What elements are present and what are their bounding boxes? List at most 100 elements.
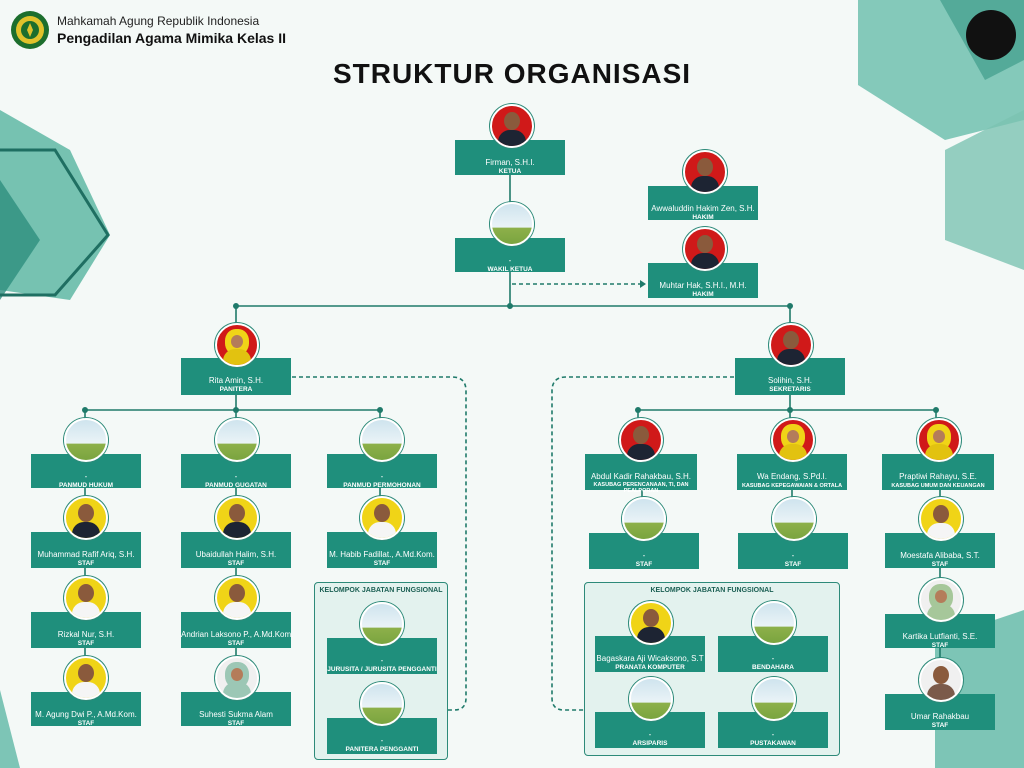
staf-hukum-3-photo	[64, 656, 108, 700]
panitera-photo	[215, 323, 259, 367]
person-name: Rita Amin, S.H.	[208, 376, 264, 385]
person-name: -	[648, 730, 652, 739]
person-name: -	[771, 730, 775, 739]
staf-perencanaan-placeholder-photo	[622, 497, 666, 541]
staf-kepegawaian-placeholder-photo	[772, 497, 816, 541]
jurusita-placeholder-photo	[360, 602, 404, 646]
staf-gugatan-3-photo	[215, 656, 259, 700]
person-name: -	[380, 736, 384, 745]
kasubag-perencanaan-photo	[619, 418, 663, 462]
position-role: STAF	[931, 642, 949, 649]
person-name: Bagaskara Aji Wicaksono, S.T	[596, 654, 704, 663]
position-role: STAF	[227, 560, 245, 567]
position-role: STAF	[373, 560, 391, 567]
position-role: STAF	[77, 560, 95, 567]
staf-hukum-1-photo	[64, 496, 108, 540]
person-name: -	[380, 472, 384, 481]
position-role: HAKIM	[692, 214, 714, 221]
person-name: Praptiwi Rahayu, S.E.	[899, 472, 977, 481]
position-box: Rizkal Nur, S.H.STAF	[31, 612, 141, 648]
position-role: STAF	[931, 561, 949, 568]
staf-umum-3-photo	[919, 658, 963, 702]
person-name: Suhesti Sukma Alam	[199, 710, 273, 719]
group-title: KELOMPOK JABATAN FUNGSIONAL	[319, 587, 443, 594]
panitera-pengganti-placeholder-photo	[360, 682, 404, 726]
person-name: Rizkal Nur, S.H.	[57, 630, 115, 639]
position-role: BENDAHARA	[752, 664, 794, 671]
position-box: -PANMUD HUKUM	[31, 454, 141, 489]
kasubag-umum-photo	[917, 418, 961, 462]
position-role: WAKIL KETUA	[487, 266, 533, 273]
position-role: PRANATA KOMPUTER	[615, 664, 685, 671]
person-name: Awwaluddin Hakim Zen, S.H.	[651, 204, 755, 213]
person-name: Umar Rahakbau	[910, 712, 970, 721]
staf-gugatan-2-photo	[215, 576, 259, 620]
panmud-hukum-placeholder-photo	[64, 418, 108, 462]
position-role: STAF	[227, 720, 245, 727]
person-name: Muhtar Hak, S.H.I., M.H.	[659, 281, 747, 290]
position-role: PANMUD GUGATAN	[205, 482, 267, 489]
position-box: -ARSIPARIS	[595, 712, 705, 748]
person-name: -	[380, 656, 384, 665]
person-name: Kartika Lutfianti, S.E.	[902, 632, 978, 641]
staf-umum-1-photo	[919, 497, 963, 541]
position-role: PUSTAKAWAN	[750, 740, 796, 747]
staf-umum-2-photo	[919, 578, 963, 622]
position-role: KASUBAG PERENCANAAN, TI, DAN PEALPORAN	[593, 482, 689, 494]
bendahara-placeholder-photo	[752, 601, 796, 645]
position-role: SEKRETARIS	[769, 386, 811, 393]
person-name: Abdul Kadir Rahakbau, S.H.	[590, 472, 692, 481]
hakim-2-photo	[683, 227, 727, 271]
person-name: -	[234, 472, 238, 481]
person-name: -	[771, 654, 775, 663]
position-role: PANITERA	[219, 386, 253, 393]
position-role: STAF	[227, 640, 245, 647]
position-role: HAKIM	[692, 291, 714, 298]
person-name: Wa Endang, S.Pd.I.	[757, 472, 827, 481]
person-name: -	[642, 551, 646, 560]
person-name: -	[508, 256, 512, 265]
person-name: Ubaidullah Halim, S.H.	[195, 550, 277, 559]
person-name: M. Habib Fadillat., A.Md.Kom.	[329, 550, 435, 559]
court-logo-icon	[11, 11, 49, 49]
person-name: -	[791, 551, 795, 560]
arsiparis-placeholder-photo	[629, 677, 673, 721]
hakim-1-photo	[683, 150, 727, 194]
pustakawan-placeholder-photo	[752, 677, 796, 721]
staf-permohonan-1-photo	[360, 496, 404, 540]
staf-gugatan-1-photo	[215, 496, 259, 540]
ketua-photo	[490, 104, 534, 148]
group-title: KELOMPOK JABATAN FUNGSIONAL	[650, 587, 774, 594]
position-role: STAF	[77, 720, 95, 727]
pranata-komputer-photo	[629, 601, 673, 645]
position-role: KETUA	[498, 168, 522, 175]
position-role: ARSIPARIS	[632, 740, 668, 747]
header-court-name: Pengadilan Agama Mimika Kelas II	[57, 30, 287, 46]
kasubag-kepegawaian-photo	[771, 418, 815, 462]
position-role: PANMUD HUKUM	[58, 482, 114, 489]
wakil-ketua-placeholder-photo	[490, 202, 534, 246]
position-role: KASUBAG UMUM DAN KEUANGAN	[891, 483, 985, 489]
position-role: PANMUD PERMOHONAN	[343, 482, 421, 489]
position-role: JURUSITA / JURUSITA PENGGANTI	[327, 666, 437, 673]
position-role: STAF	[77, 640, 95, 647]
staf-hukum-2-photo	[64, 576, 108, 620]
person-name: Firman, S.H.I.	[485, 158, 535, 167]
position-box: Kartika Lutfianti, S.E.STAF	[885, 614, 995, 649]
person-name: Muhammad Rafif Ariq, S.H.	[37, 550, 135, 559]
person-name: -	[84, 472, 88, 481]
person-name: M. Agung Dwi P., A.Md.Kom.	[35, 710, 137, 719]
header-institution: Mahkamah Agung Republik Indonesia	[57, 14, 260, 28]
sekretaris-photo	[769, 323, 813, 367]
panmud-permohonan-placeholder-photo	[360, 418, 404, 462]
panmud-gugatan-placeholder-photo	[215, 418, 259, 462]
person-name: Solihin, S.H.	[767, 376, 813, 385]
page-title: STRUKTUR ORGANISASI	[332, 58, 692, 89]
position-role: STAF	[635, 561, 653, 568]
position-role: PANITERA PENGGANTI	[345, 746, 419, 753]
seal-badge-icon	[966, 10, 1016, 60]
position-role: STAF	[931, 722, 949, 729]
position-role: KASUBAG KEPEGAWAIAN & ORTALA	[741, 483, 843, 489]
